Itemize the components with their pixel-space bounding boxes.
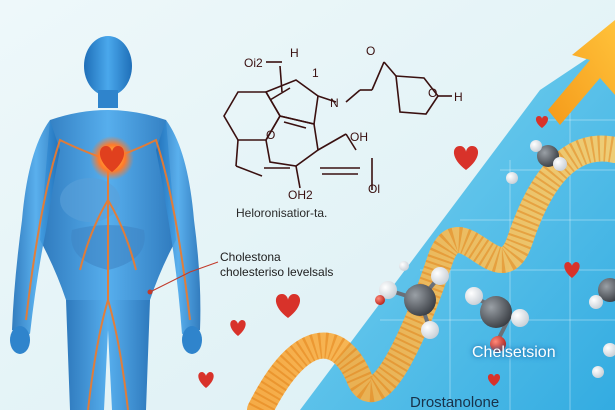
human-body-figure bbox=[10, 36, 202, 411]
formula-caption: Heloronisatior-ta. bbox=[236, 206, 328, 220]
atom-label-o-mid: O bbox=[266, 128, 276, 142]
atom-label-oi2: Oi2 bbox=[244, 56, 263, 70]
helix-ribbon bbox=[247, 135, 615, 415]
rising-arrow-icon bbox=[548, 20, 615, 125]
atom-label-o-ring: O bbox=[428, 86, 438, 100]
atom-label-oh: OH bbox=[350, 130, 368, 144]
molecule-models bbox=[375, 140, 615, 378]
callout-line bbox=[149, 261, 219, 293]
callout-label-2: cholesteriso levelsals bbox=[220, 265, 334, 279]
chemical-structure bbox=[223, 61, 452, 190]
atom-label-h-top: H bbox=[290, 46, 299, 60]
atom-label-oh2: OH2 bbox=[288, 188, 313, 202]
floating-hearts bbox=[198, 116, 580, 388]
molecule-label: Chelsetsion bbox=[472, 344, 556, 361]
bottom-label: Drostanolone bbox=[410, 394, 500, 411]
callout-dot bbox=[147, 289, 153, 295]
atom-label-o-top: O bbox=[366, 44, 376, 58]
atom-label-n: N bbox=[330, 96, 339, 110]
atom-label-h-right: H bbox=[454, 90, 463, 104]
callout-label-1: Cholestona bbox=[220, 250, 281, 264]
atom-label-one: 1 bbox=[312, 66, 319, 80]
atom-label-ol: Ol bbox=[368, 182, 380, 196]
